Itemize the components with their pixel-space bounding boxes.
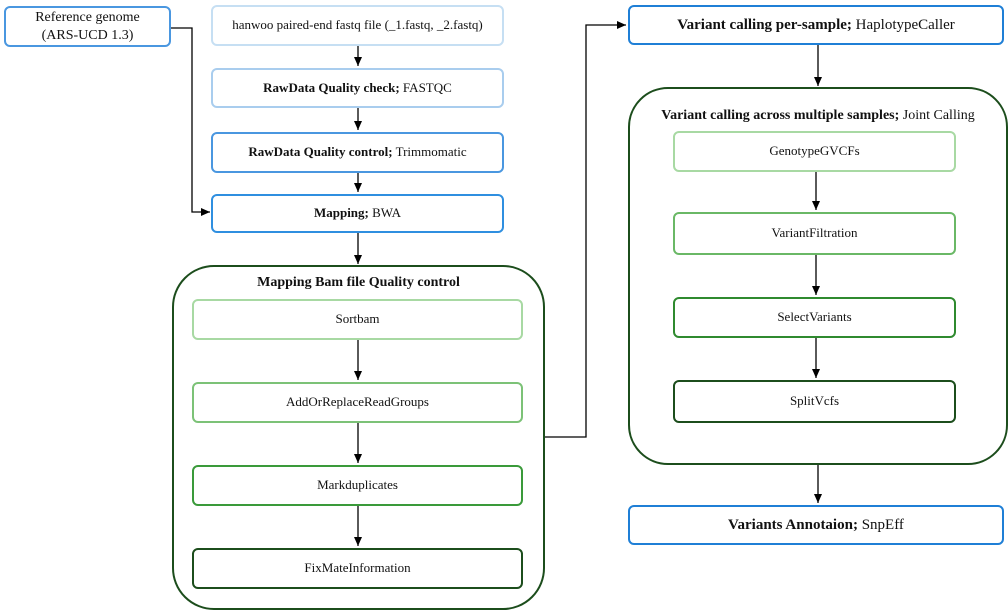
node-splitvcfs: SplitVcfs [673,380,956,423]
node-fastq-input-label: hanwoo paired-end fastq file (_1.fastq, … [232,17,483,33]
node-haplotypecaller: Variant calling per-sample; HaplotypeCal… [628,5,1004,45]
node-fastq-input: hanwoo paired-end fastq file (_1.fastq, … [211,5,504,46]
node-genotypegvcfs: GenotypeGVCFs [673,131,956,172]
node-variantfiltration: VariantFiltration [673,212,956,255]
node-reference-genome-line2: (ARS-UCD 1.3) [41,27,134,43]
node-mapping: Mapping; BWA [211,194,504,233]
node-selectvariants: SelectVariants [673,297,956,338]
node-variants-annotation: Variants Annotaion; SnpEff [628,505,1004,545]
edge-bam-qc-to-haplotype [545,21,626,438]
node-reference-genome: Reference genome (ARS-UCD 1.3) [4,6,171,47]
group-bam-quality-control: Mapping Bam file Quality control [172,265,545,610]
node-fixmateinformation: FixMateInformation [192,548,523,589]
edge-reference-to-mapping [171,27,210,216]
node-rawdata-quality-check: RawData Quality check; FASTQC [211,68,504,108]
group-joint-calling-title: Variant calling across multiple samples;… [661,108,975,123]
node-add-or-replace-read-groups: AddOrReplaceReadGroups [192,382,523,423]
node-sortbam: Sortbam [192,299,523,340]
group-bam-quality-control-title: Mapping Bam file Quality control [257,275,460,290]
node-rawdata-quality-control: RawData Quality control; Trimmomatic [211,132,504,173]
node-reference-genome-line1: Reference genome [35,10,140,25]
node-markduplicates: Markduplicates [192,465,523,506]
group-joint-calling: Variant calling across multiple samples;… [628,87,1008,465]
